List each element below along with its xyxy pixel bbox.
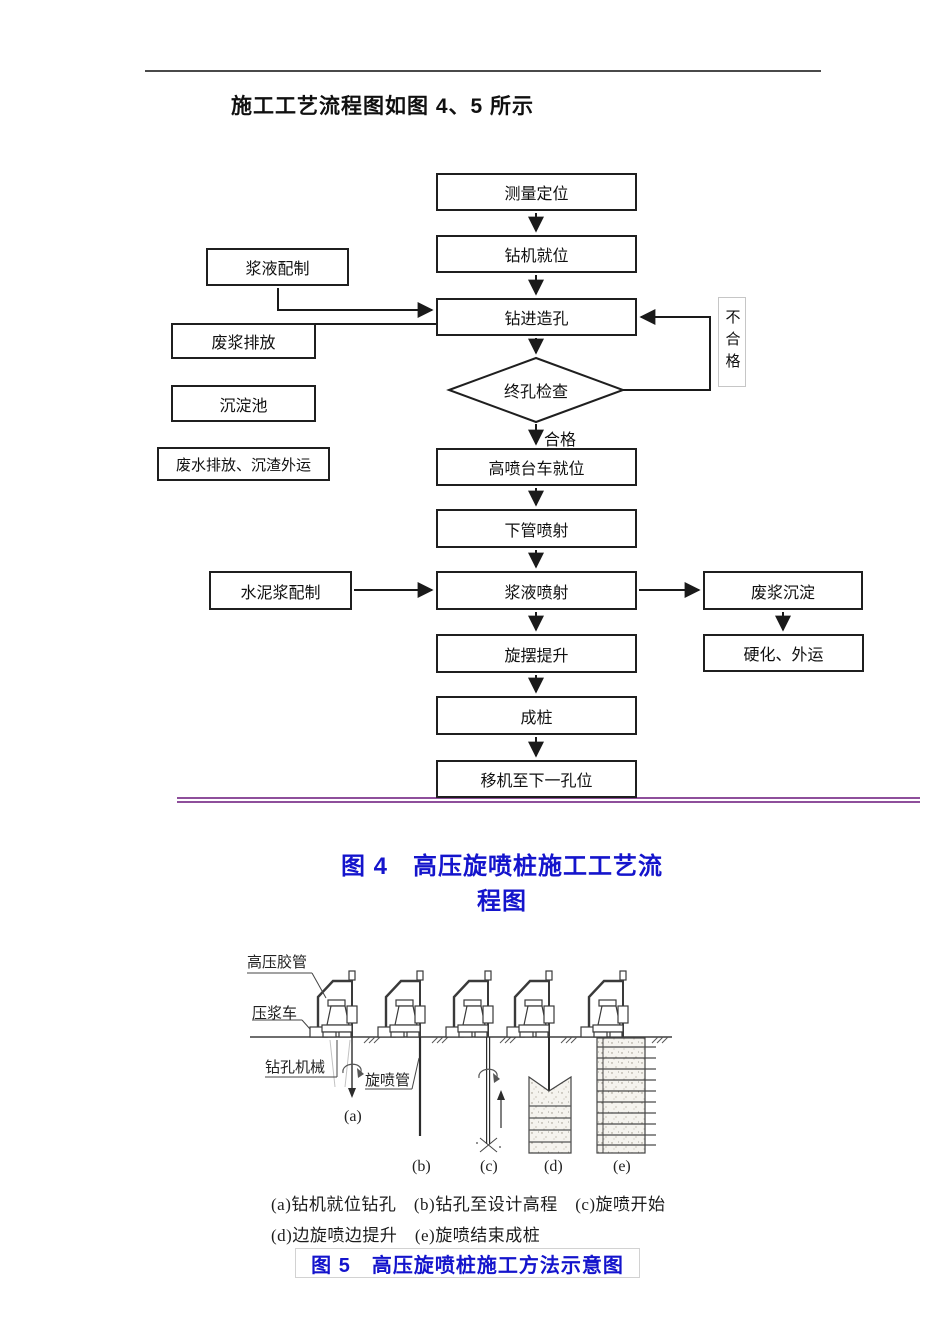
flow-step-drilling: 钻进造孔 xyxy=(436,298,637,336)
rig-c xyxy=(445,970,494,1038)
figure5-caption-box: 图 5 高压旋喷桩施工方法示意图 xyxy=(295,1248,640,1278)
fail-label-box: 不合格 xyxy=(718,297,746,387)
flow-side-wastewater: 废水排放、沉渣外运 xyxy=(157,447,330,481)
rig-a xyxy=(309,970,358,1038)
fig5-label-hose: 高压胶管 xyxy=(247,955,308,971)
pass-label: 合格 xyxy=(544,432,577,449)
flow-decision-final-check: 终孔检查 xyxy=(503,384,568,401)
flow-step-slurry-jetting: 浆液喷射 xyxy=(436,571,637,610)
rig-b xyxy=(377,970,426,1038)
flow-step-rotary-lifting: 旋摆提升 xyxy=(436,634,637,673)
rig-d xyxy=(506,970,555,1038)
flow-step-jet-trolley: 高喷台车就位 xyxy=(436,448,637,486)
figure4-caption: 图 4 高压旋喷桩施工工艺流程图 xyxy=(340,853,663,915)
flow-step-survey: 测量定位 xyxy=(436,173,637,211)
flow-step-pipe-jetting: 下管喷射 xyxy=(436,509,637,548)
fig5-legend-line2: (d)边旋喷边提升 (e)旋喷结束成桩 xyxy=(271,1226,541,1245)
page-title: 施工工艺流程图如图 4、5 所示 xyxy=(231,95,535,118)
fig5-stage-a: (a) xyxy=(344,1108,362,1125)
flow-side-sediment-tank: 沉淀池 xyxy=(171,385,316,422)
fig5-label-drill-machine: 钻孔机械 xyxy=(265,1060,326,1076)
flow-side-slurry-prep: 浆液配制 xyxy=(206,248,349,286)
fig5-stage-c: (c) xyxy=(480,1158,498,1175)
top-horizontal-rule xyxy=(145,70,821,72)
figure5-caption: 图 5 高压旋喷桩施工方法示意图 xyxy=(311,1254,624,1277)
flow-side-harden-transport: 硬化、外运 xyxy=(703,634,864,672)
flow-step-rig-in-place: 钻机就位 xyxy=(436,235,637,273)
flow-step-pile-forming: 成桩 xyxy=(436,696,637,735)
flow-side-waste-settling: 废浆沉淀 xyxy=(703,571,863,610)
fig5-label-grout-truck: 压浆车 xyxy=(252,1006,298,1022)
flow-step-move-next: 移机至下一孔位 xyxy=(436,760,637,798)
fig5-stage-b: (b) xyxy=(412,1158,431,1175)
flow-side-cement-prep: 水泥浆配制 xyxy=(209,571,352,610)
fig5-stage-e: (e) xyxy=(613,1158,631,1175)
flow-side-waste-discharge: 废浆排放 xyxy=(171,323,316,359)
fig5-stage-d: (d) xyxy=(544,1158,563,1175)
fig5-label-jet-pipe: 旋喷管 xyxy=(365,1073,411,1089)
rig-e xyxy=(580,970,629,1038)
fig5-legend-line1: (a)钻机就位钻孔 (b)钻孔至设计高程 (c)旋喷开始 xyxy=(271,1195,666,1214)
purple-double-divider xyxy=(177,797,920,803)
